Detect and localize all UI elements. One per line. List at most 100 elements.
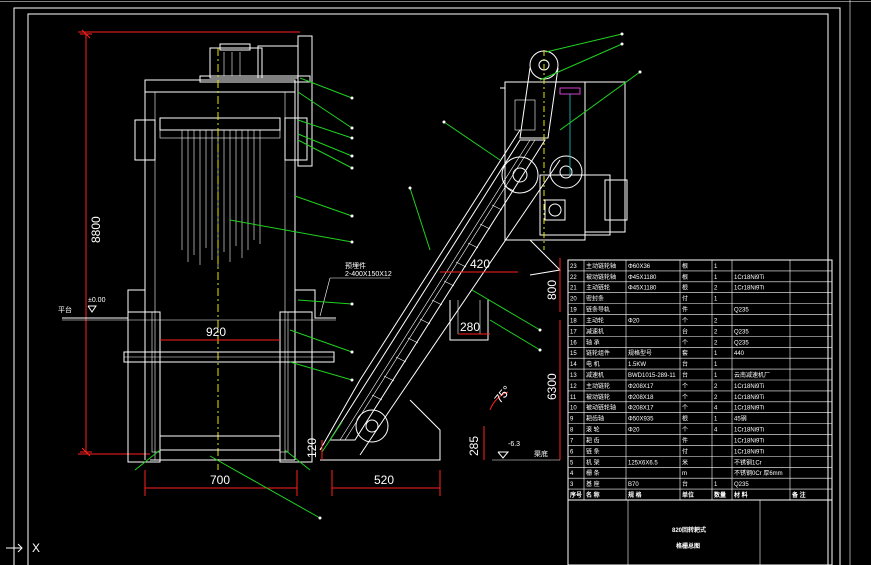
table-cell: B70 bbox=[628, 482, 639, 488]
table-cell: 个 bbox=[682, 427, 688, 434]
table-cell: 付 bbox=[682, 295, 688, 303]
table-cell: Φ20 bbox=[628, 428, 640, 434]
table-cell: 2 bbox=[714, 329, 718, 335]
table-cell: 1Cr18Ni9Ti bbox=[734, 384, 764, 390]
table-cell: 耙 齿 bbox=[586, 436, 600, 444]
table-cell: 不锈钢1Cr bbox=[734, 458, 762, 466]
table-cell: 23 bbox=[570, 264, 577, 270]
table-cell: 17 bbox=[570, 329, 577, 335]
table-cell: 规格型号 bbox=[628, 349, 652, 357]
table-cell: 1 bbox=[714, 351, 718, 357]
table-cell: 4 bbox=[714, 406, 718, 412]
dim-520: 520 bbox=[374, 473, 394, 487]
dim-120: 120 bbox=[305, 438, 319, 458]
table-cell: 6 bbox=[570, 449, 574, 455]
table-cell: 15 bbox=[570, 351, 577, 357]
table-cell: 密封条 bbox=[586, 295, 604, 303]
table-cell: 被动链轮 bbox=[586, 393, 610, 401]
front-view: 8800 bbox=[58, 29, 392, 520]
table-cell: 1Cr18Ni9Ti bbox=[734, 395, 764, 401]
table-cell: 台 bbox=[682, 327, 688, 335]
dim-420: 420 bbox=[470, 257, 490, 271]
table-cell: Q235 bbox=[734, 308, 749, 314]
table-cell: 1Cr18Ni9Ti bbox=[734, 428, 764, 434]
table-cell: 台 bbox=[682, 371, 688, 379]
table-cell: 1 bbox=[714, 297, 718, 303]
table-cell: Q235 bbox=[734, 329, 749, 335]
table-cell: 减速机 bbox=[586, 371, 604, 379]
table-cell: Φ60X36 bbox=[628, 264, 651, 270]
embedded-part-spec: 2-400X150X12 bbox=[345, 271, 392, 278]
table-cell: 减速机 bbox=[586, 327, 604, 335]
table-cell: 台 bbox=[682, 360, 688, 368]
table-header-cell: 序号 bbox=[569, 491, 582, 499]
level-floor-label: 平台 bbox=[58, 305, 72, 314]
table-cell: 1Cr18Ni9Ti bbox=[734, 438, 764, 444]
dim-285: 285 bbox=[467, 436, 481, 456]
table-cell: 云南减速机厂 bbox=[734, 371, 770, 379]
table-cell: 个 bbox=[682, 405, 688, 412]
table-cell: Q235 bbox=[734, 482, 749, 488]
table-cell: 个 bbox=[682, 339, 688, 346]
dim-8800: 8800 bbox=[89, 216, 103, 243]
table-cell: 2 bbox=[714, 340, 718, 346]
table-cell: 套 bbox=[682, 349, 688, 357]
ucs-icon: X bbox=[6, 541, 40, 555]
table-cell: 台 bbox=[682, 480, 688, 488]
table-cell: 个 bbox=[682, 383, 688, 390]
table-cell: 21 bbox=[570, 286, 577, 292]
table-cell: 13 bbox=[570, 373, 577, 379]
table-cell: 不锈钢0Cr 厚6mm bbox=[734, 469, 783, 477]
table-header-cell: 单位 bbox=[682, 491, 694, 499]
embedded-part-title: 预埋件 bbox=[345, 261, 366, 270]
dim-800: 800 bbox=[545, 280, 559, 300]
table-cell: 12 bbox=[570, 384, 577, 390]
table-cell: 1Cr18Ni9Ti bbox=[734, 286, 764, 292]
table-cell: 链 条 bbox=[586, 447, 600, 455]
side-view: 420 280 800 6300 520 285 120 75° -6.3 渠底 bbox=[305, 32, 642, 496]
table-cell: 1 bbox=[714, 482, 718, 488]
level-zero-label: ±0.00 bbox=[88, 297, 106, 304]
dim-920: 920 bbox=[206, 325, 226, 339]
table-cell: Φ208X17 bbox=[628, 384, 654, 390]
table-cell: 电 机 bbox=[586, 360, 600, 368]
title-line-2: 格栅总图 bbox=[676, 542, 700, 550]
table-cell: 链条导轨 bbox=[586, 306, 610, 314]
table-cell: 19 bbox=[570, 308, 577, 314]
table-cell: 1 bbox=[714, 264, 718, 270]
table-header-cell: 规 格 bbox=[628, 491, 643, 499]
table-cell: 主动链轮轴 bbox=[586, 262, 616, 270]
table-cell: 1 bbox=[714, 417, 718, 423]
table-cell: 根 bbox=[682, 415, 688, 423]
table-cell: 1Cr18Ni9Ti bbox=[734, 449, 764, 455]
table-cell: Φ20 bbox=[628, 318, 640, 324]
table-cell: 8 bbox=[570, 428, 574, 434]
table-cell: 基 座 bbox=[586, 480, 600, 488]
level-neg-label: -6.3 bbox=[508, 441, 520, 448]
table-cell: 件 bbox=[682, 436, 688, 444]
table-cell: 根 bbox=[682, 273, 688, 281]
table-cell: 主动链轮 bbox=[586, 284, 610, 292]
title-block: 820回转耙式 格栅总图 bbox=[567, 499, 833, 565]
ucs-x-label: X bbox=[32, 541, 40, 555]
table-cell: 机 架 bbox=[586, 458, 600, 466]
table-cell: 4 bbox=[570, 471, 574, 477]
table-cell: 2 bbox=[714, 318, 718, 324]
table-cell: 1Cr18Ni9Ti bbox=[734, 275, 764, 281]
table-cell: m bbox=[682, 471, 687, 477]
table-cell: 14 bbox=[570, 362, 577, 368]
table-cell: 2 bbox=[714, 395, 718, 401]
title-line-1: 820回转耙式 bbox=[672, 526, 706, 534]
table-cell: 根 bbox=[682, 284, 688, 292]
table-cell: Φ208X18 bbox=[628, 395, 654, 401]
table-cell: 10 bbox=[570, 406, 577, 412]
table-cell: 被动链轮轴 bbox=[586, 273, 616, 281]
table-cell: Φ45X1180 bbox=[628, 275, 657, 281]
table-cell: 1Cr18Ni9Ti bbox=[734, 406, 764, 412]
table-cell: 个 bbox=[682, 317, 688, 324]
table-cell: 耙齿轴 bbox=[586, 415, 604, 423]
table-cell: 1 bbox=[714, 362, 718, 368]
table-cell: 链轮组件 bbox=[586, 349, 610, 357]
